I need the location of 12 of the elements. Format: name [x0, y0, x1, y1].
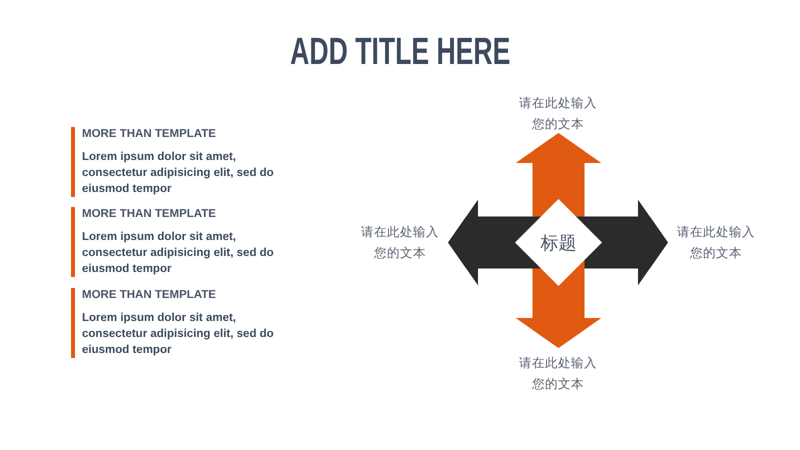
- item-body: Lorem ipsum dolor sit amet, consectetur adipisicing elit, sed do eiusmod tempor: [82, 230, 275, 277]
- item-heading: MORE THAN TEMPLATE: [82, 207, 217, 221]
- caption-text: 请在此处输入您的文本: [351, 221, 449, 263]
- caption-text: 请在此处输入您的文本: [516, 92, 600, 134]
- caption-text: 请在此处输入您的文本: [667, 221, 765, 263]
- center-diamond: 标题: [515, 199, 602, 286]
- title: ADD TITLE HERE: [290, 30, 510, 74]
- item-heading: MORE THAN TEMPLATE: [82, 127, 217, 141]
- item-body: Lorem ipsum dolor sit amet, consectetur adipisicing elit, sed do eiusmod tempor: [82, 311, 275, 358]
- item-body: Lorem ipsum dolor sit amet, consectetur adipisicing elit, sed do eiusmod tempor: [82, 150, 275, 197]
- caption-text: 请在此处输入您的文本: [516, 347, 600, 394]
- item-heading: MORE THAN TEMPLATE: [82, 288, 217, 302]
